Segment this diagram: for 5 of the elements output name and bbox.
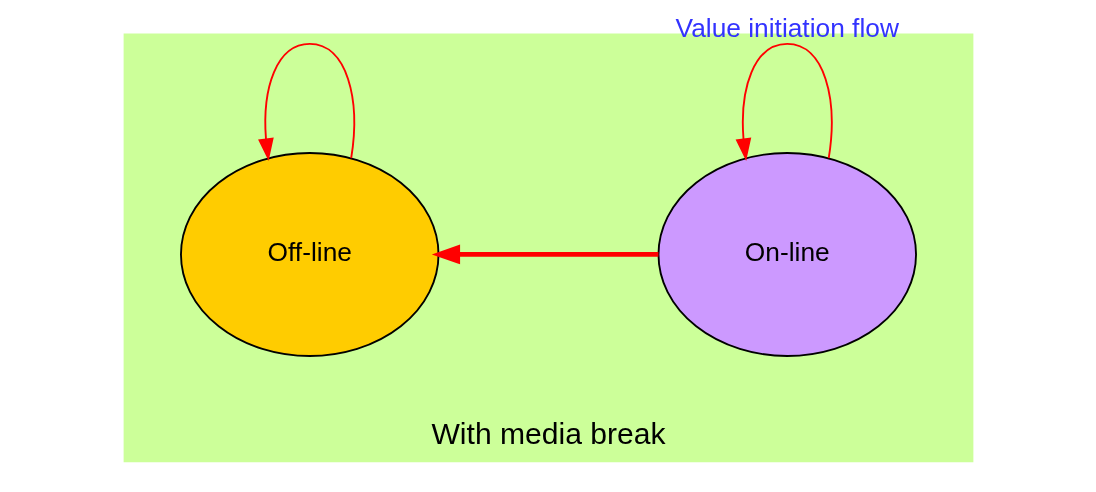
arrow bbox=[431, 244, 658, 265]
node-ellipse: Off-line bbox=[179, 152, 439, 357]
node-ellipse: On-line bbox=[657, 152, 917, 357]
arrow bbox=[735, 42, 832, 161]
arrow bbox=[257, 42, 355, 161]
